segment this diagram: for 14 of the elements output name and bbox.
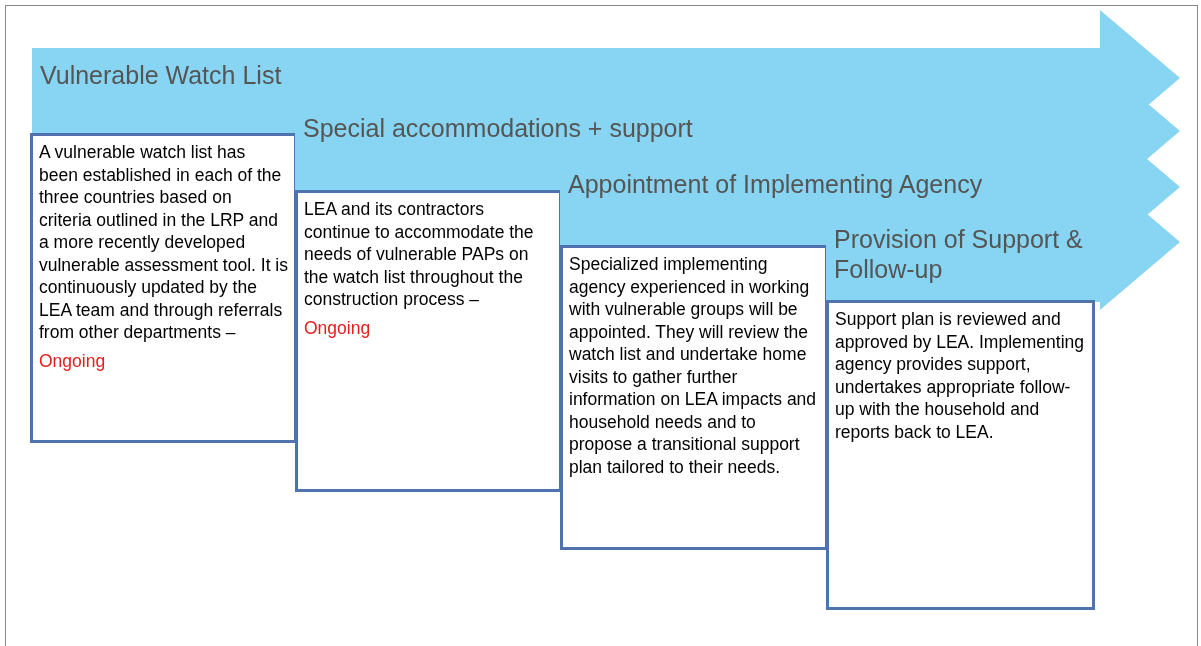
description-text: LEA and its contractors continue to accommodate the needs of vulnerable PAPs on the watch list throughout the construction process –	[304, 198, 535, 311]
arrow-heading: Appointment of Implementing Agency	[568, 169, 984, 199]
text-box	[30, 133, 297, 443]
status-text: Ongoing	[39, 349, 107, 372]
text-box	[295, 190, 562, 492]
arrow-heading: Special accommodations + support	[303, 113, 694, 143]
arrow-heading: Provision of Support & Follow-up	[834, 224, 1084, 284]
arrow-heading: Vulnerable Watch List	[40, 60, 283, 90]
status-text: Ongoing	[304, 316, 372, 339]
description-text: A vulnerable watch list has been established in each of the three countries based on criteria outlined in the LRP and a more recently developed vulnerable assessment tool. It is continuously updated by the LEA team and through referrals from other departments –	[39, 141, 288, 344]
text-box	[560, 245, 828, 550]
description-text: Support plan is reviewed and approved by LEA. Implementing agency provides support, undertakes appropriate follow-up with the household and reports back to LEA.	[835, 308, 1086, 443]
description-text: Specialized implementing agency experienced in working with vulnerable groups will be appointed. They will review the watch list and undertake home visits to gather further information on LEA impacts and household needs and to propose a transitional support plan tailored to their needs.	[569, 253, 818, 478]
text-box	[826, 300, 1095, 610]
